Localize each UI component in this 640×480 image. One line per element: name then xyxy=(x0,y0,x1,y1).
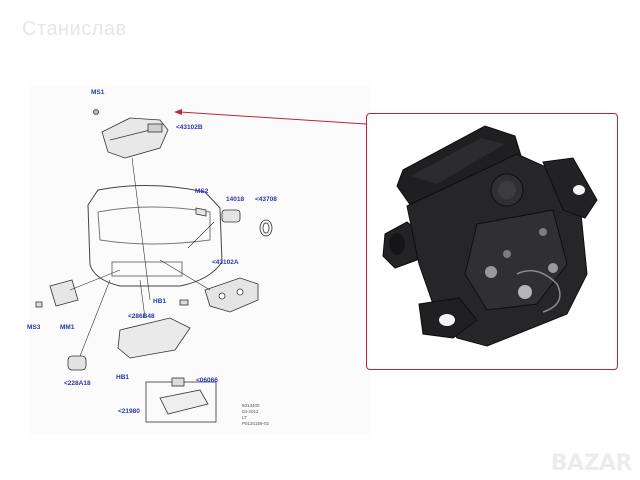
leader-lines xyxy=(69,157,215,357)
label-ms1: MS1 xyxy=(91,89,105,96)
reference-line-2: 03-2012 xyxy=(242,409,259,414)
cylinder-drawing xyxy=(67,355,87,371)
reference-line-3: LT xyxy=(242,415,247,420)
bracket-drawing xyxy=(145,377,217,423)
label-21980: <21980 xyxy=(118,408,140,415)
diagram-backdrop xyxy=(30,85,370,435)
cover-drawing xyxy=(117,317,191,359)
reference-line-4: P0134159-02 xyxy=(242,421,270,426)
label-14018: 14018 xyxy=(226,196,245,203)
tailgate-outline xyxy=(87,184,223,287)
latch-top-drawing xyxy=(93,109,169,159)
latch-lower-drawing xyxy=(204,277,259,313)
watermark-text: Станислав xyxy=(22,18,127,40)
label-228a18: <228A18 xyxy=(64,380,91,387)
plate-drawing xyxy=(49,279,79,307)
small-bolt-drawing xyxy=(35,299,189,308)
label-ms3: MS3 xyxy=(27,324,41,331)
latch-photo xyxy=(382,125,598,347)
reference-block: 5013400 03-2012 LT P0134159-02 xyxy=(242,403,269,427)
product-photo-frame xyxy=(366,113,618,370)
bolt-and-cylinder-drawing xyxy=(195,207,273,237)
label-ms2: MS2 xyxy=(195,188,209,195)
label-43102a: <43102A xyxy=(212,259,239,266)
label-hb1-upper: HB1 xyxy=(153,298,167,305)
label-286b48: <286B48 xyxy=(128,313,155,320)
label-mm1: MM1 xyxy=(60,324,75,331)
label-43708: <43708 xyxy=(255,196,277,203)
label-06066: <06066 xyxy=(196,377,218,384)
bazar-logo: BAZAR xyxy=(550,451,633,476)
reference-line-1: 5013400 xyxy=(242,403,260,408)
label-43102b: <43102B xyxy=(176,124,203,131)
pointer-arrow xyxy=(174,109,367,125)
label-hb1-lower: HB1 xyxy=(116,374,130,381)
